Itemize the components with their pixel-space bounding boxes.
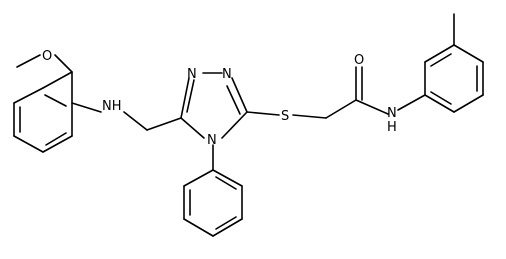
n-phenyl-ring [183,144,243,237]
ch2-carbonyl-bond [325,99,357,119]
aminomethyl-linker [71,102,182,131]
triazole-n4-label: N [207,133,217,148]
tolyl-ring [424,13,484,113]
triazole-ring [180,72,248,139]
methoxy-group [16,54,73,73]
amide-h-label: H [387,120,397,135]
thioacetamide-chain [246,66,426,119]
triazole-s-bond [246,111,280,116]
nh-ch2-bond [123,111,148,131]
o-aryl-bond [54,54,73,73]
atom-labels: O NH N N N S O N H [42,49,397,148]
aryl-nh-bond [71,102,102,113]
triazole-n2-label: N [222,67,232,82]
n-aryl-bond [397,94,426,111]
aniline-nh-label: NH [102,99,122,114]
methoxyphenyl-ring [13,71,73,153]
carbonyl-oxygen-label: O [354,53,364,68]
s-ch2-bond [292,114,327,119]
triazole-n1-label: N [187,67,197,82]
carbonyl-n-bond [355,99,389,115]
methoxy-oxygen-label: O [42,49,52,64]
amide-n-label: N [387,106,397,121]
ch2-triazole-bond [146,117,182,131]
thioether-s-label: S [281,109,289,124]
methyl-o-bond [16,54,41,68]
